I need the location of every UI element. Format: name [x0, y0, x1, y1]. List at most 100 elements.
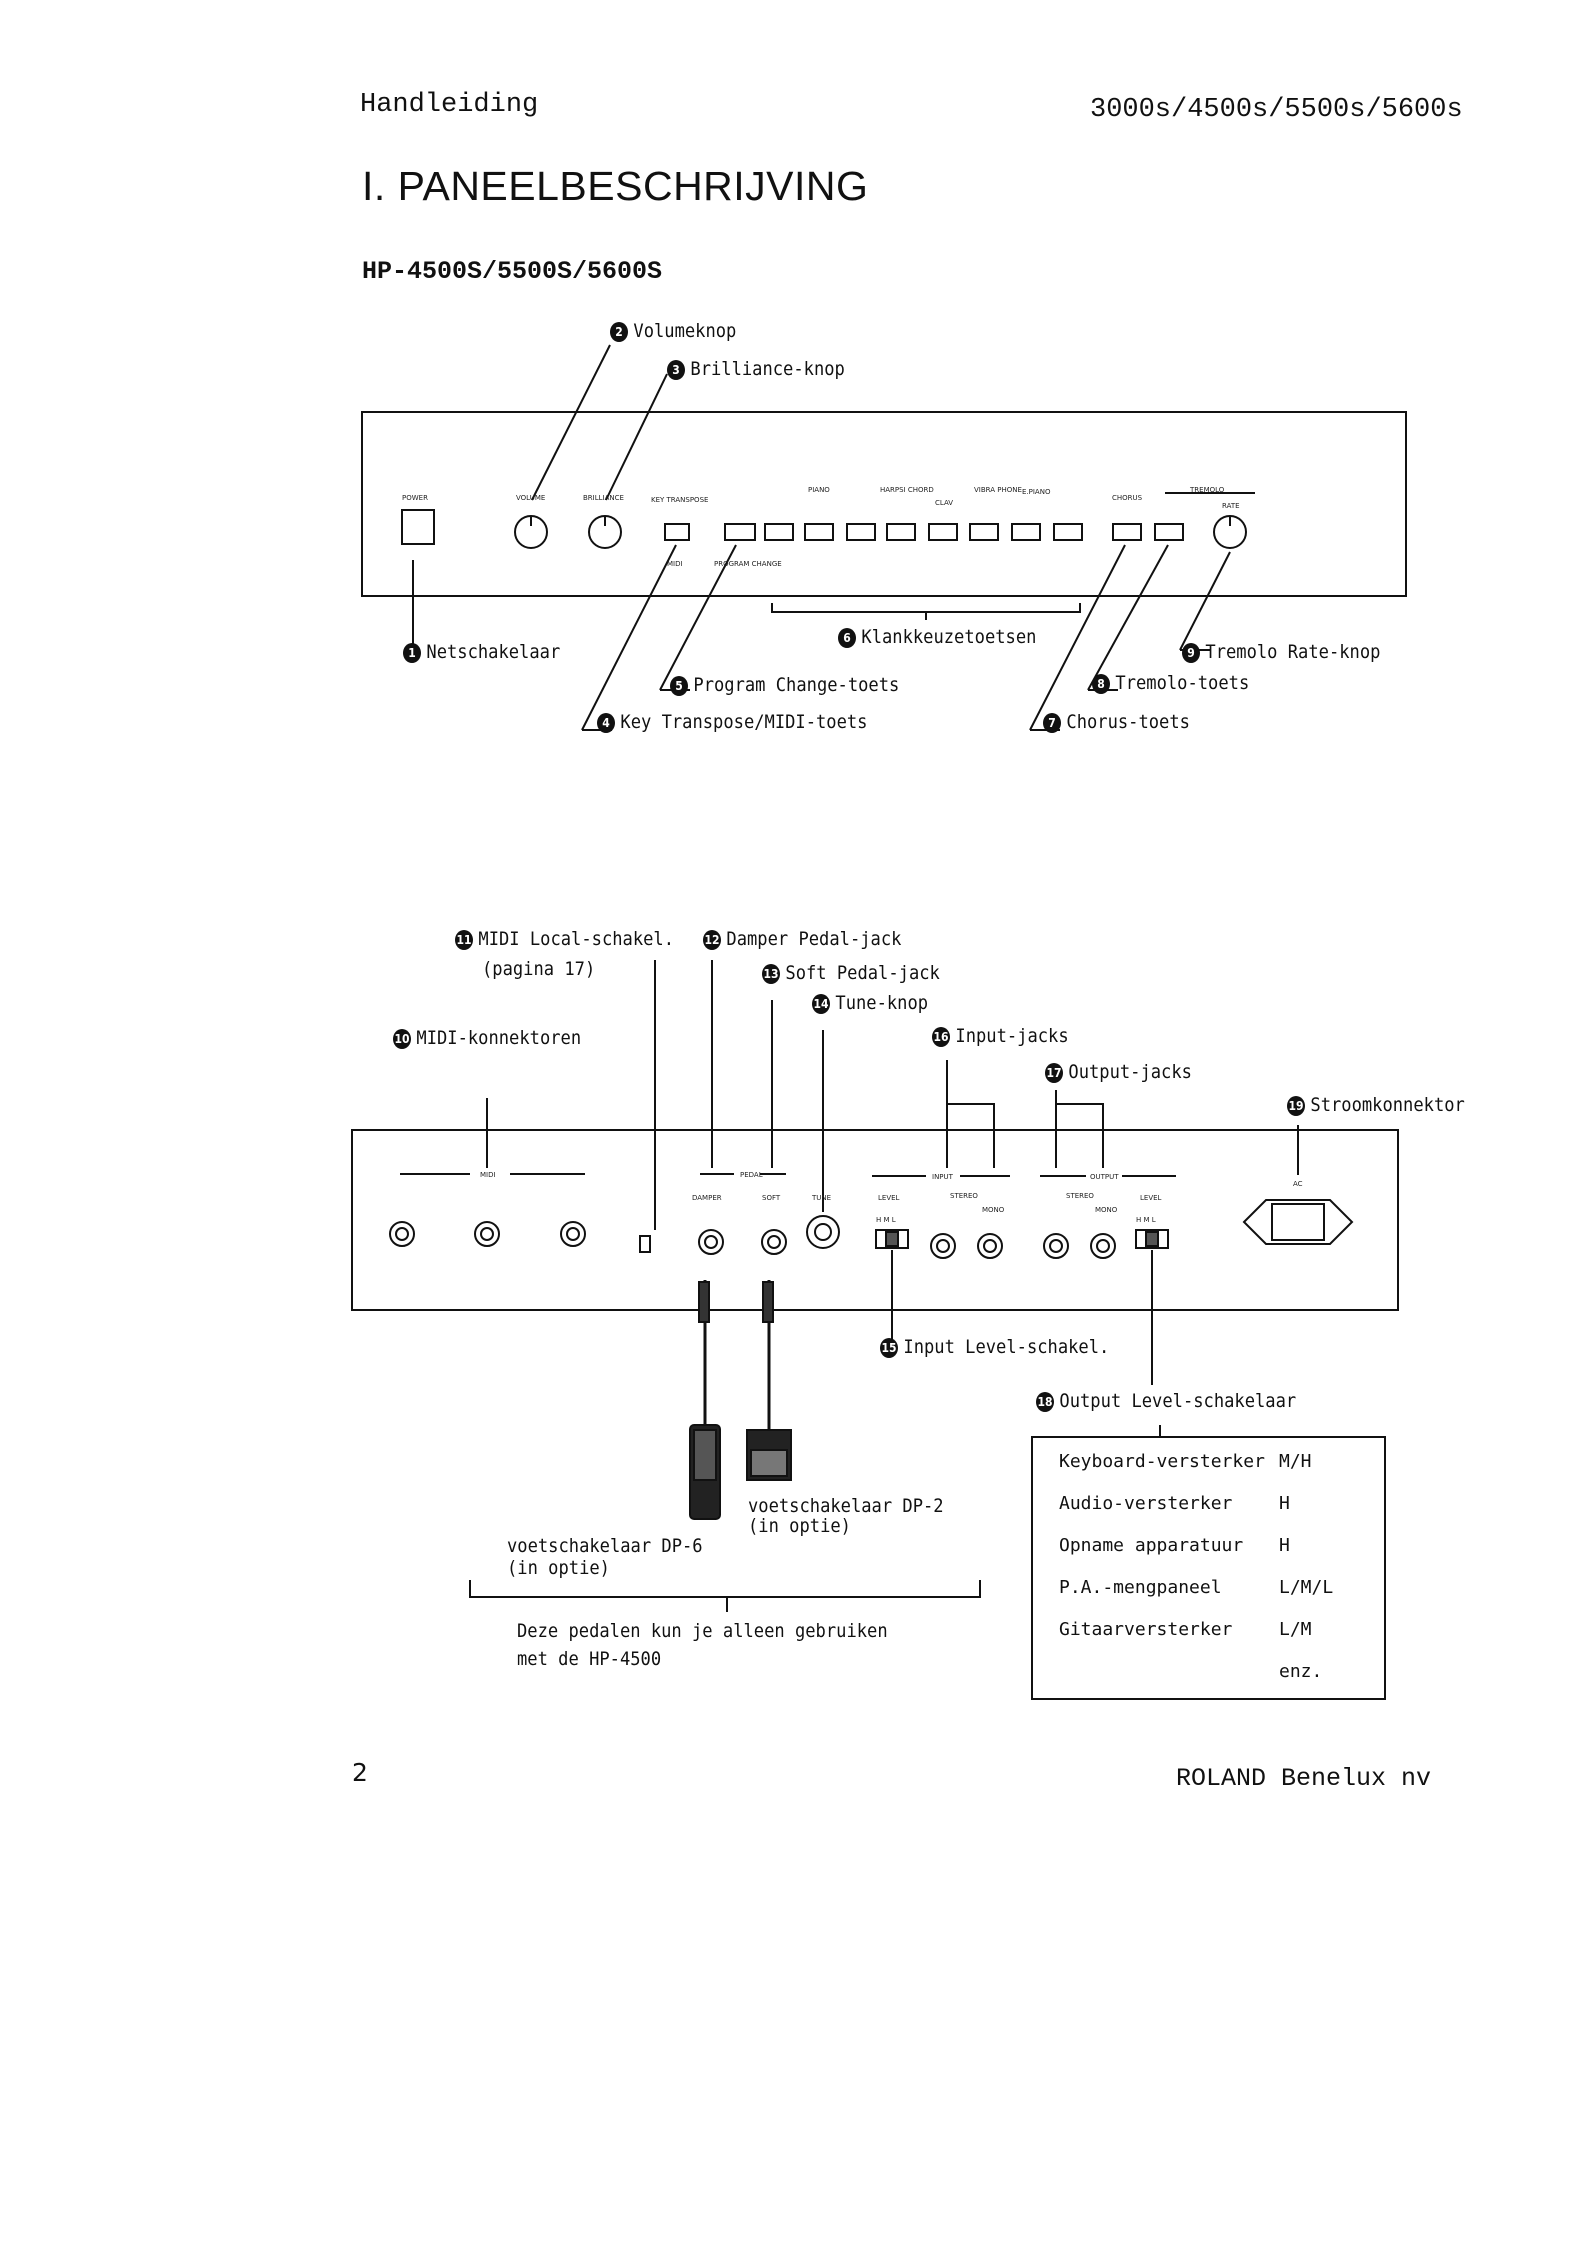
label-dp2: voetschakelaar DP-2 [748, 1495, 944, 1517]
rear-text-soft: SOFT [762, 1194, 781, 1202]
rear-text-damper: DAMPER [692, 1194, 722, 1202]
number-11-icon: 11 [455, 929, 473, 950]
rear-text-pedal: PEDAL [740, 1171, 763, 1179]
label-midi-local-pagina: (pagina 17) [482, 958, 596, 980]
table-row: enz. [1059, 1650, 1333, 1692]
table-cell-device: P.A.-mengpaneel [1059, 1576, 1222, 1598]
pedal-note-line1: Deze pedalen kun je alleen gebruiken [517, 1620, 888, 1642]
rear-text-midi: MIDI [480, 1171, 496, 1179]
pedal-note-line2: met de HP-4500 [517, 1648, 662, 1670]
panel-text-midi: MIDI [667, 560, 683, 568]
rear-text-ac: AC [1293, 1180, 1303, 1188]
table-row: Gitaarversterker L/M [1059, 1608, 1333, 1650]
rear-text-input-mono: MONO [982, 1206, 1005, 1214]
label-dp2-optie: (in optie) [748, 1515, 851, 1537]
rear-panel-outline [351, 1129, 1399, 1311]
number-9-icon: 9 [1182, 642, 1200, 663]
page-number: 2 [352, 1758, 368, 1787]
number-15-icon: 15 [880, 1337, 898, 1358]
rear-text-input-stereo: STEREO [950, 1192, 978, 1200]
panel-text-program-change: PROGRAM CHANGE [714, 560, 782, 568]
table-cell-level: M/H [1279, 1450, 1312, 1472]
page-title: I. PANEELBESCHRIJVING [362, 163, 869, 209]
rear-text-output-level: LEVEL [1140, 1194, 1162, 1202]
panel-text-brilliance: BRILLIANCE [583, 494, 624, 502]
tremolo-button [1154, 523, 1184, 541]
level-table-box [1031, 1436, 1386, 1700]
rear-text-output: OUTPUT [1090, 1173, 1119, 1181]
rear-text-output-hml: H M L [1136, 1216, 1156, 1224]
program-change-button [724, 523, 756, 541]
number-14-icon: 14 [812, 993, 830, 1014]
header-right: 3000s/4500s/5500s/5600s [1090, 95, 1463, 125]
voice-button [969, 523, 999, 541]
power-switch [401, 509, 435, 545]
number-4-icon: 4 [597, 712, 615, 733]
table-cell-device [1059, 1650, 1279, 1692]
voice-button [846, 523, 876, 541]
voice-button [1011, 523, 1041, 541]
voice-button [1053, 523, 1083, 541]
voice-button [928, 523, 958, 541]
number-18-icon: 18 [1036, 1391, 1054, 1412]
table-cell-level: enz. [1279, 1660, 1323, 1682]
table-row: Keyboard-versterker M/H [1059, 1440, 1333, 1482]
number-6-icon: 6 [838, 627, 856, 648]
page-subtitle: HP-4500S/5500S/5600S [362, 257, 663, 286]
number-10-icon: 10 [393, 1028, 411, 1049]
front-panel-outline [361, 411, 1407, 597]
panel-text-clav: CLAV [935, 499, 953, 507]
rear-text-tune: TUNE [811, 1194, 831, 1202]
panel-text-rate: RATE [1222, 502, 1240, 510]
rear-text-input: INPUT [932, 1173, 954, 1181]
rear-text-input-hml: H M L [876, 1216, 896, 1224]
label-dp6-optie: (in optie) [507, 1557, 610, 1579]
table-cell-device: Audio-versterker [1059, 1492, 1233, 1514]
table-cell-device: Opname apparatuur [1059, 1534, 1244, 1556]
number-19-icon: 19 [1287, 1095, 1305, 1116]
panel-text-power: POWER [402, 494, 428, 502]
panel-text-volume: VOLUME [516, 494, 545, 502]
table-cell-level: L/M [1279, 1618, 1312, 1640]
level-table: Keyboard-versterker M/H Audio-versterker… [1059, 1440, 1333, 1692]
table-row: Opname apparatuur H [1059, 1524, 1333, 1566]
label-dp6: voetschakelaar DP-6 [507, 1535, 703, 1557]
table-cell-device: Gitaarversterker [1059, 1618, 1233, 1640]
header-left: Handleiding [360, 90, 539, 120]
number-17-icon: 17 [1045, 1062, 1063, 1083]
panel-text-tremolo: TREMOLO [1189, 486, 1225, 494]
table-cell-level: L/M/L [1279, 1576, 1334, 1598]
number-2-icon: 2 [610, 321, 628, 342]
rear-text-output-stereo: STEREO [1066, 1192, 1094, 1200]
voice-button [886, 523, 916, 541]
number-8-icon: 8 [1092, 673, 1110, 694]
key-transpose-button [664, 523, 690, 541]
panel-text-chorus: CHORUS [1112, 494, 1143, 502]
number-13-icon: 13 [762, 963, 780, 984]
number-3-icon: 3 [667, 359, 685, 380]
panel-text-piano: PIANO [808, 486, 830, 494]
table-cell-level: H [1279, 1492, 1290, 1514]
voice-button [764, 523, 794, 541]
panel-text-epiano: E.PIANO [1022, 488, 1051, 496]
panel-text-vibraphone: VIBRA PHONE [974, 486, 1022, 494]
table-row: Audio-versterker H [1059, 1482, 1333, 1524]
